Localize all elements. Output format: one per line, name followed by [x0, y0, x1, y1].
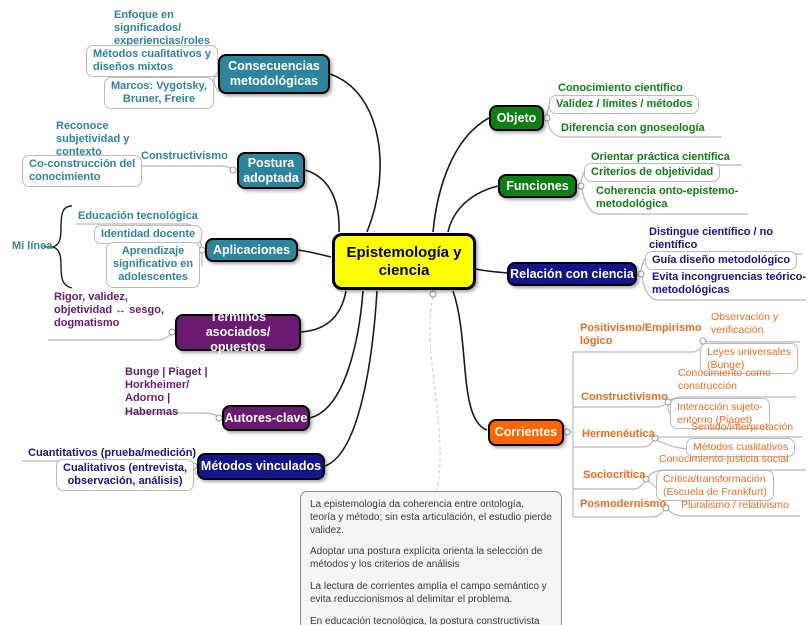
- leaf-diferencia-gnoseologia[interactable]: Diferencia con gnoseología: [561, 122, 705, 134]
- leaf-conocimiento-construccion[interactable]: Conocimiento como construcción: [678, 367, 771, 392]
- leaf-distingue-cientifico[interactable]: Distingue científico / no científico: [649, 226, 774, 252]
- topic-autores-clave[interactable]: Autores-clave: [222, 405, 310, 431]
- note-paragraph: La lectura de corrientes amplía el campo…: [310, 580, 547, 605]
- leaf-sentido-interpretacion[interactable]: Sentido/interpretación: [691, 421, 794, 433]
- leaf-educacion-tecnologica[interactable]: Educación tecnológica: [78, 210, 198, 222]
- topic-metodos-vinculados[interactable]: Métodos vinculados: [197, 453, 325, 480]
- leaf-critica-transformacion[interactable]: Crítica/transformación (Escuela de Frank…: [656, 470, 774, 502]
- leaf-interaccion-sujeto[interactable]: Interacción sujeto- entorno (Piaget): [670, 398, 770, 430]
- label-mi-linea[interactable]: Mi línea: [12, 240, 53, 252]
- topic-postura-adoptada[interactable]: Postura adoptada: [237, 152, 305, 189]
- subtopic-positivismo[interactable]: Positivismo/Empirismo lógico: [580, 322, 702, 348]
- note-paragraph: La epistemología da coherencia entre ont…: [310, 499, 552, 536]
- leaf-orientar-practica[interactable]: Orientar práctica científica: [591, 151, 730, 163]
- leaf-pluralismo-relativismo[interactable]: Pluralismo / relativismo: [681, 499, 789, 511]
- topic-consecuencias-metodologicas[interactable]: Consecuencias metodológicas: [218, 54, 330, 94]
- leaf-observacion-verificacion[interactable]: Observación y verificación: [711, 311, 779, 336]
- leaf-bunge-piaget-autores[interactable]: Bunge | Piaget | Horkheimer/ Adorno | Ha…: [125, 366, 208, 418]
- leaf-leyes-universales[interactable]: Leyes universales (Bunge): [700, 343, 799, 375]
- subtopic-posmodernismo[interactable]: Posmodernismo: [580, 498, 667, 510]
- leaf-enfoque-significados[interactable]: Enfoque en significados/ experiencias/ro…: [114, 9, 211, 48]
- topic-objeto[interactable]: Objeto: [489, 105, 544, 131]
- subtopic-sociocritica[interactable]: Sociocrítica: [583, 469, 646, 481]
- note-paragraph: Adoptar una postura explícita orienta la…: [310, 546, 543, 571]
- topic-corrientes[interactable]: Corrientes: [488, 419, 564, 446]
- leaf-rigor-validez[interactable]: Rigor, validez, objetividad ↔ sesgo, dog…: [54, 291, 165, 330]
- subtopic-constructivismo-corriente[interactable]: Constructivismo: [581, 391, 668, 403]
- subtopic-hermeneutica[interactable]: Hermenéutica: [582, 428, 655, 440]
- leaf-marcos-vygotsky[interactable]: Marcos: Vygotsky, Bruner, Freire: [104, 77, 214, 110]
- leaf-aprendizaje-significativo[interactable]: Aprendizaje significativo en adolescente…: [106, 242, 201, 288]
- leaf-coherencia-onto[interactable]: Coherencia onto-epistemo- metodológica: [596, 185, 739, 211]
- topic-relacion-con-ciencia[interactable]: Relación con ciencia: [507, 262, 637, 286]
- leaf-conocimiento-cientifico[interactable]: Conocimiento científico: [558, 82, 683, 94]
- leaf-cualitativos[interactable]: Cualitativos (entrevista, observación, a…: [56, 459, 195, 492]
- subtopic-constructivismo-postura[interactable]: Constructivismo: [141, 150, 228, 162]
- leaf-cuantitativos[interactable]: Cuantitativos (prueba/medición): [28, 447, 197, 459]
- note-paragraph: En educación tecnológica, la postura con…: [310, 615, 540, 625]
- leaf-coconstruccion[interactable]: Co-construcción del conocimiento: [22, 155, 143, 188]
- leaf-evita-incongruencias[interactable]: Evita incongruencias teórico- metodológi…: [652, 271, 807, 297]
- topic-funciones[interactable]: Funciones: [498, 174, 577, 198]
- leaf-metodos-cualitativos-herm[interactable]: Métodos cualitativos: [686, 438, 796, 457]
- leaf-validez-limites-metodos[interactable]: Validez / límites / métodos: [549, 95, 700, 115]
- leaf-criterios-objetividad[interactable]: Criterios de objetividad: [584, 163, 721, 183]
- leaf-guia-diseno[interactable]: Guía diseño metodológico: [645, 251, 798, 271]
- leaf-metodos-cualitativos-mixtos[interactable]: Métodos cualitativos y diseños mixtos: [86, 45, 218, 78]
- leaf-conocimiento-justicia[interactable]: Conocimiento-justicia social: [659, 453, 789, 465]
- leaf-reconoce-subjetividad[interactable]: Reconoce subjetividad y contexto: [56, 120, 130, 159]
- central-topic-epistemologia[interactable]: Epistemología y ciencia: [332, 233, 476, 290]
- topic-aplicaciones[interactable]: Aplicaciones: [205, 238, 298, 262]
- topic-terminos-asociados[interactable]: Términos asociados/ opuestos: [175, 310, 301, 354]
- note-box[interactable]: La epistemología da coherencia entre ont…: [300, 491, 562, 625]
